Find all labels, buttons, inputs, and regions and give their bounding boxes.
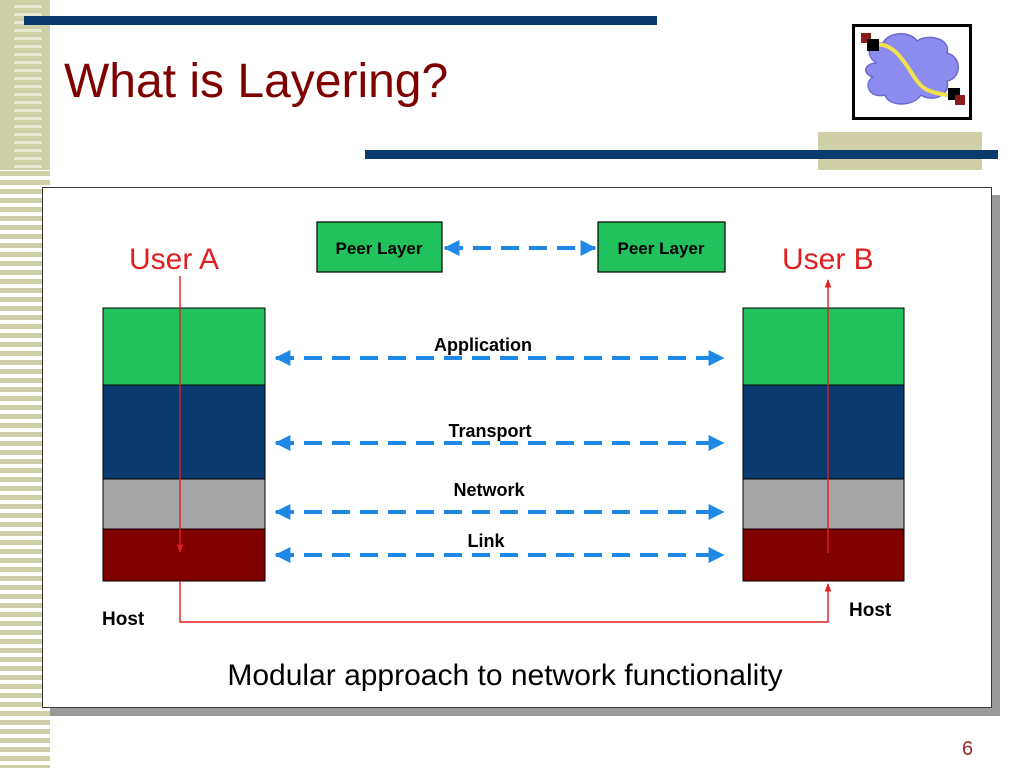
host-a-stack	[102, 307, 266, 582]
host-b-link-layer	[742, 528, 905, 582]
network-cloud-icon	[852, 24, 972, 120]
peer-layer-right-box: Peer Layer	[597, 221, 726, 273]
data-path-across	[179, 581, 832, 623]
layer-label-link: Link	[467, 531, 505, 551]
slide-title: What is Layering?	[64, 55, 449, 108]
user-b-label: User B	[782, 243, 874, 276]
host-a-application-layer	[102, 307, 266, 386]
diagram-caption: Modular approach to network functionalit…	[227, 659, 782, 692]
host-a-transport-layer	[102, 384, 266, 480]
page-number: 6	[962, 738, 974, 760]
top-decorative-bar	[24, 16, 657, 25]
peer-layer-left-label: Peer Layer	[336, 239, 423, 258]
layer-label-application: Application	[434, 335, 532, 355]
host-b-network-layer	[742, 478, 905, 530]
host-left-label: Host	[102, 609, 145, 630]
title-underline-bar	[365, 150, 998, 159]
layer-label-transport: Transport	[448, 421, 531, 441]
diagram-panel: Peer Layer Peer Layer User A User B Appl…	[42, 187, 992, 708]
host-b-transport-layer	[742, 384, 905, 480]
host-b-stack	[742, 307, 905, 582]
user-a-label: User A	[129, 243, 219, 276]
peer-layer-left-box: Peer Layer	[316, 221, 443, 273]
host-a-network-layer	[102, 478, 266, 530]
host-right-label: Host	[849, 600, 892, 621]
layer-label-network: Network	[453, 480, 525, 500]
decorative-stripes	[0, 0, 50, 768]
peer-layer-right-label: Peer Layer	[618, 239, 705, 258]
host-b-application-layer	[742, 307, 905, 386]
host-a-link-layer	[102, 528, 266, 582]
